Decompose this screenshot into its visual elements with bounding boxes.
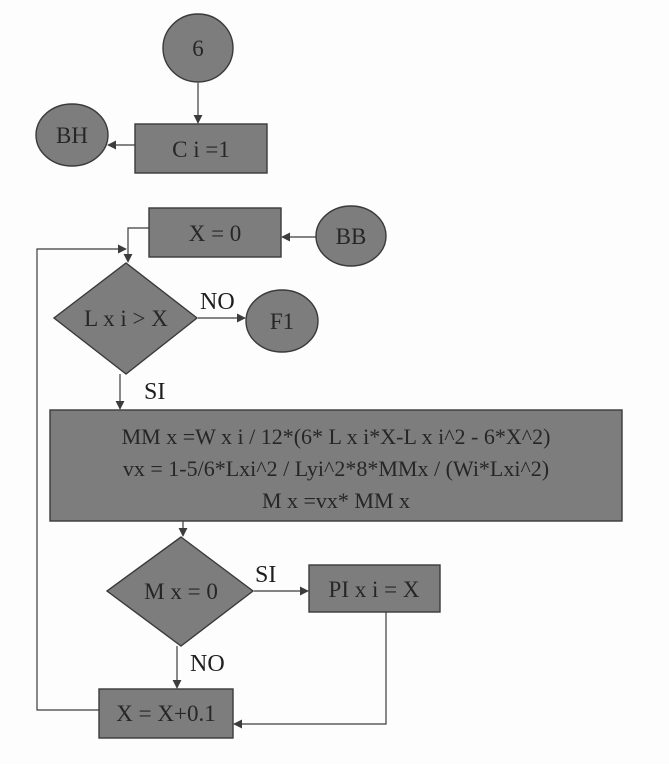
process-ci-init: C i =1 [134, 123, 268, 174]
decision-mx-eq-0: M x = 0 [105, 536, 255, 647]
process-ci-init-label: C i =1 [172, 137, 230, 162]
edge-loop-increment-to-decision [36, 244, 127, 711]
edge-label-mx-no: NO [190, 651, 225, 677]
connector-f1-label: F1 [270, 309, 294, 334]
process-compute-moment: MM x =W x i / 12*(6* L x i*X-L x i^2 - 6… [49, 409, 623, 522]
decision-lxi-gt-x: L x i > X [52, 262, 199, 375]
connector-bb-label: BB [336, 224, 367, 249]
edge-label-lxi-no: NO [200, 289, 235, 315]
connector-bh: BH [35, 103, 109, 167]
connector-bh-shape [35, 103, 109, 167]
process-ci-init-shape [134, 123, 268, 174]
decision-lxi-gt-x-label: L x i > X [84, 306, 168, 331]
edge-label-mx-si: SI [255, 562, 276, 588]
connector-bh-label: BH [56, 123, 88, 148]
process-increment-x-shape [98, 688, 234, 739]
edge-x0-to-decision-lxi [123, 227, 149, 263]
formula-line-vx: vx = 1-5/6*Lxi^2 / Lyi^2*8*MMx / (Wi*Lxi… [123, 456, 549, 481]
decision-mx-eq-0-label: M x = 0 [144, 579, 218, 604]
process-x-init-shape [148, 207, 282, 258]
connector-bb: BB [315, 205, 387, 267]
connector-6: 6 [162, 13, 234, 83]
process-pi-assign-shape [308, 564, 441, 613]
edge-label-lxi-si: SI [144, 379, 165, 405]
process-pi-assign: PI x i = X [308, 564, 441, 613]
formula-line-mmx: MM x =W x i / 12*(6* L x i*X-L x i^2 - 6… [122, 424, 551, 449]
formula-line-mx: M x =vx* MM x [262, 488, 410, 513]
process-increment-x-label: X = X+0.1 [116, 701, 215, 726]
connector-f1-shape [245, 289, 319, 353]
process-pi-assign-label: PI x i = X [329, 577, 420, 602]
process-x-init: X = 0 [148, 207, 282, 258]
connector-f1: F1 [245, 289, 319, 353]
edges [36, 83, 387, 729]
edge-pi-to-increment [233, 612, 387, 729]
decision-lxi-gt-x-shape [52, 262, 199, 375]
process-increment-x: X = X+0.1 [98, 688, 234, 739]
process-x-init-label: X = 0 [189, 221, 242, 246]
connector-6-label: 6 [192, 36, 204, 61]
connector-6-shape [162, 13, 234, 83]
process-compute-moment-shape [49, 409, 623, 522]
connector-bb-shape [315, 205, 387, 267]
decision-mx-eq-0-shape [105, 536, 255, 647]
